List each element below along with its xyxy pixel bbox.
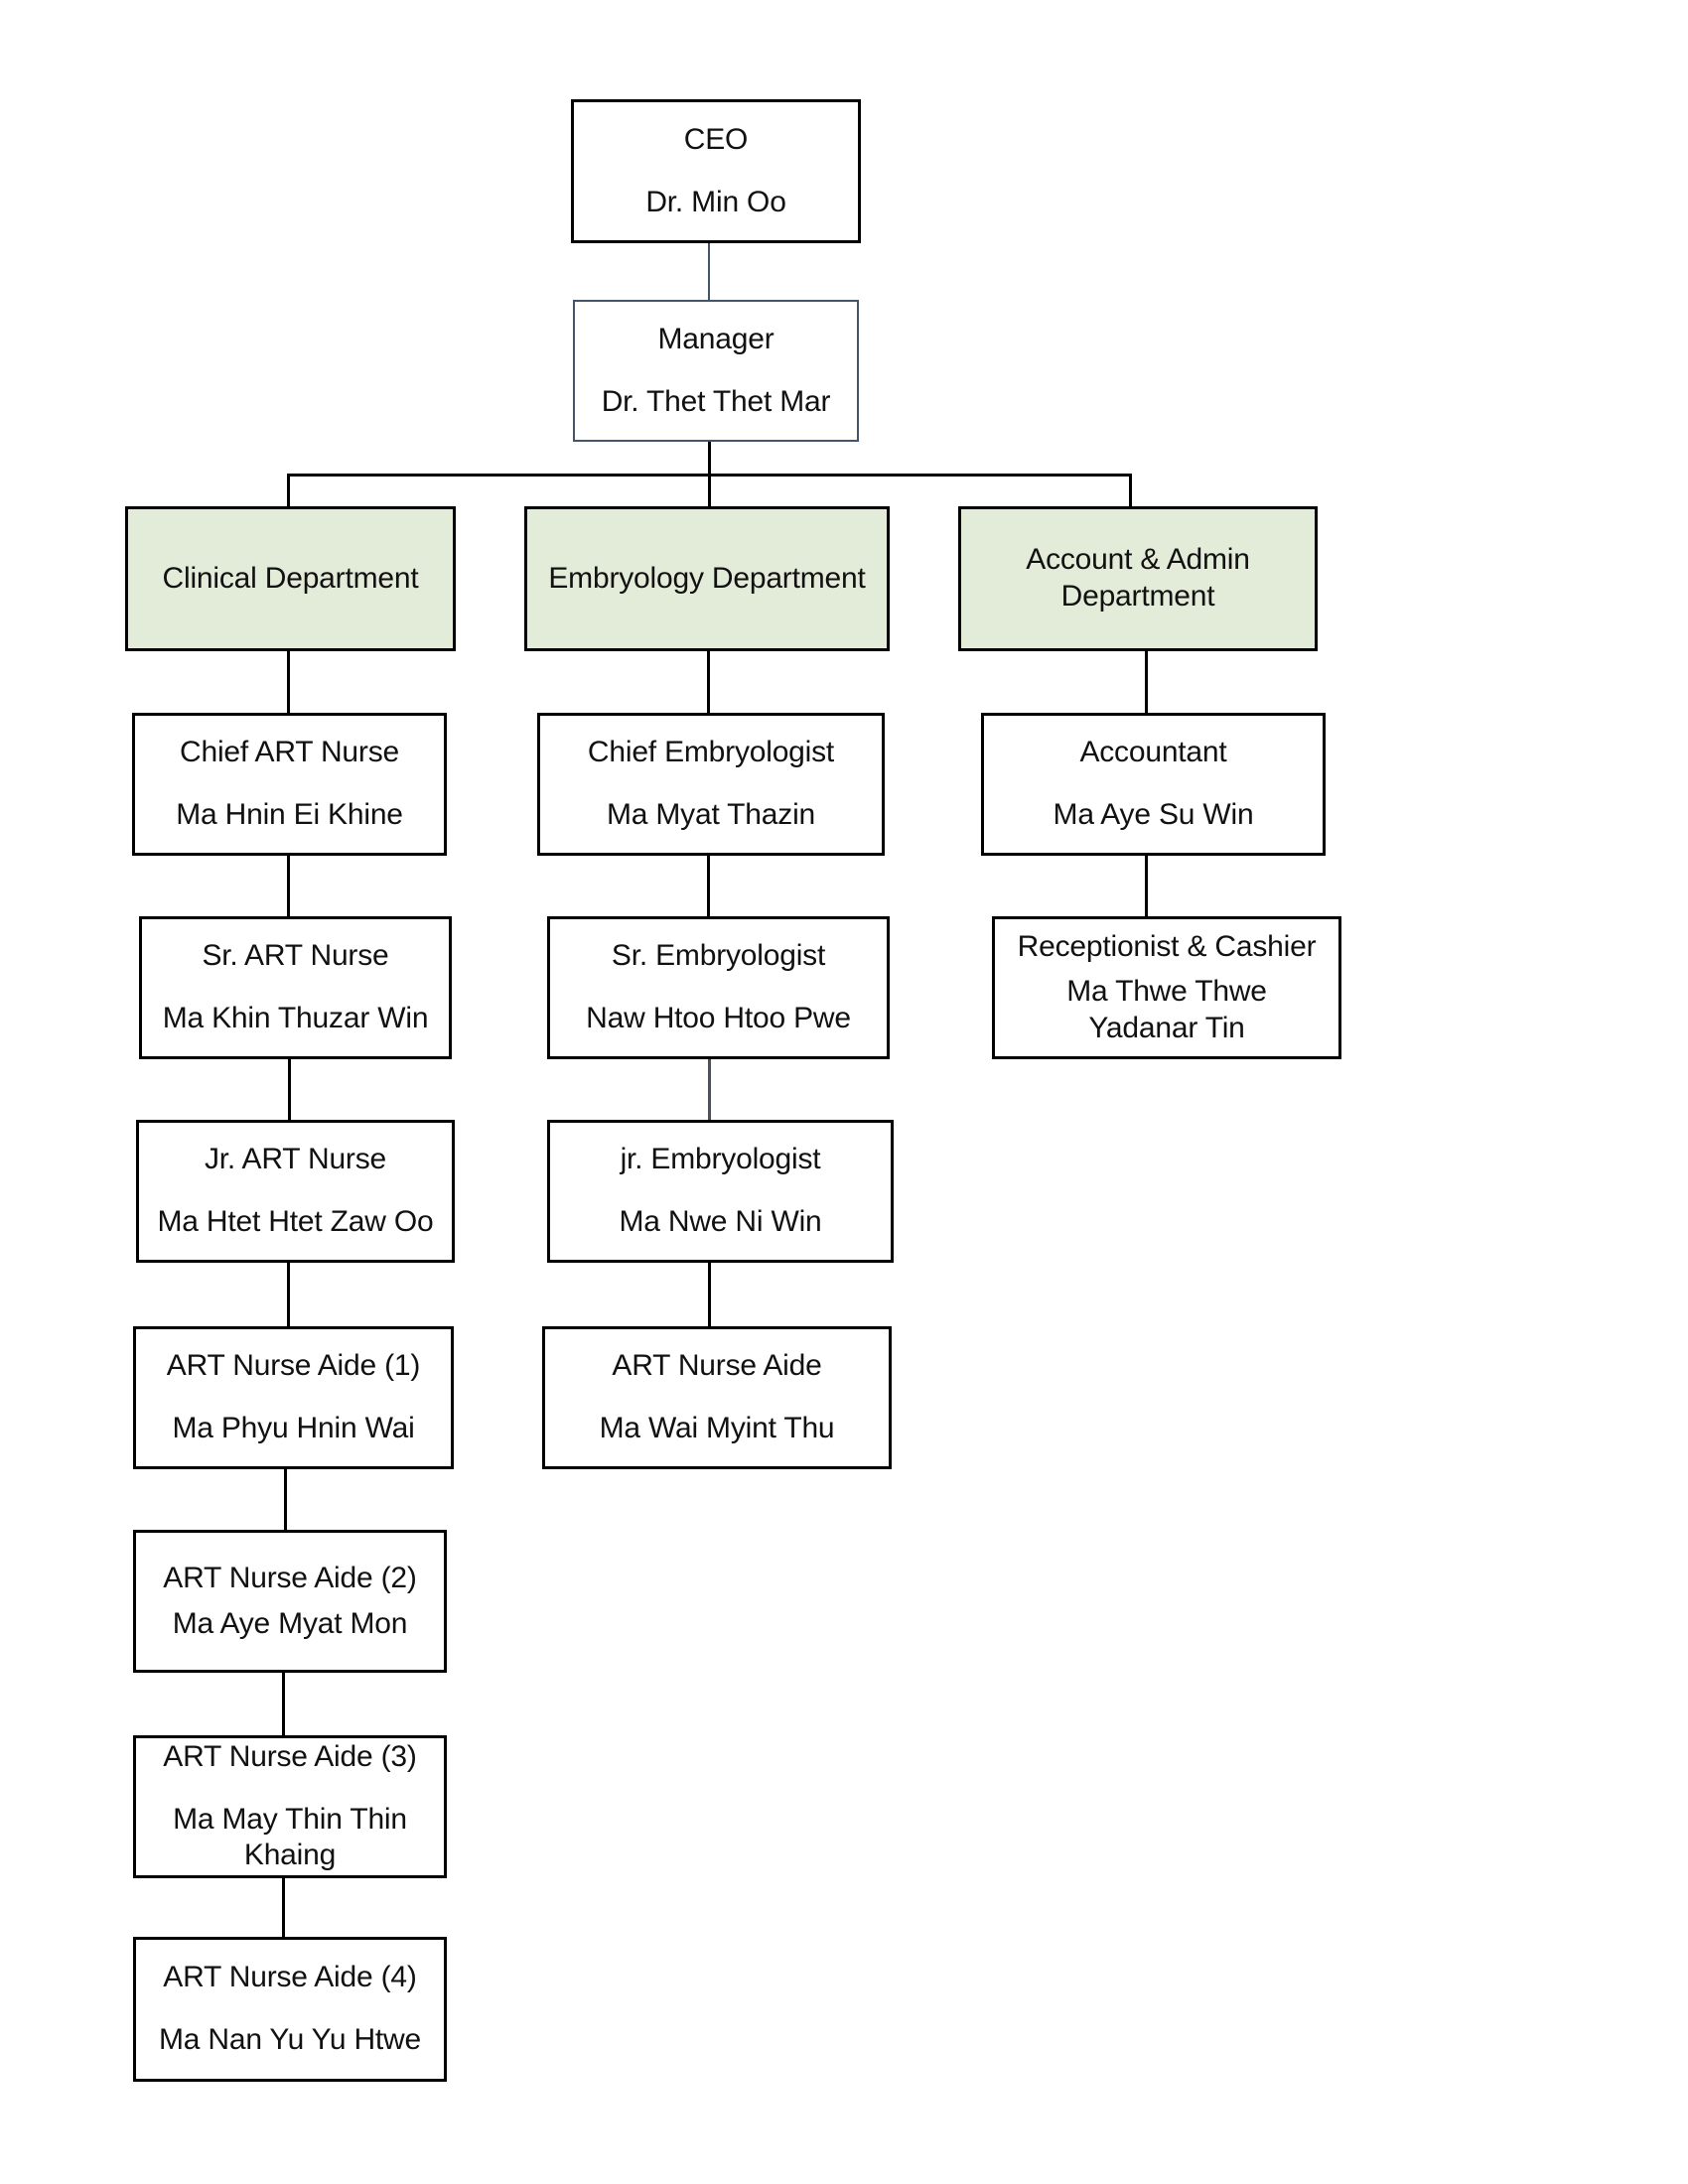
connector-jremb-aide (708, 1261, 711, 1326)
connector-srart-jrart (288, 1057, 291, 1120)
role-label: CEO (683, 122, 749, 156)
role-label: Receptionist & Cashier (1017, 929, 1317, 963)
connector-clinical-chief (287, 649, 290, 713)
org-node-jr-art-nurse: Jr. ART Nurse Ma Htet Htet Zaw Oo (136, 1120, 455, 1263)
connector-ceo-manager (708, 243, 710, 301)
person-name: Dr. Thet Thet Mar (601, 384, 831, 418)
person-name: Ma Hnin Ei Khine (176, 798, 403, 831)
person-name: Ma Nwe Ni Win (619, 1205, 822, 1238)
person-name: Ma May Thin Thin Khaing (173, 1802, 407, 1872)
connector-horizontal-bar (287, 474, 1132, 477)
org-node-art-nurse-aide-3: ART Nurse Aide (3) Ma May Thin Thin Khai… (133, 1735, 447, 1878)
role-label: Manager (657, 322, 774, 355)
org-node-clinical-department: Clinical Department (125, 506, 456, 651)
org-node-chief-art-nurse: Chief ART Nurse Ma Hnin Ei Khine (132, 713, 447, 856)
connector-embryology-chief (707, 649, 710, 713)
department-label: Account & Admin Department (1026, 543, 1250, 613)
connector-sremb-jremb (708, 1057, 711, 1120)
department-label: Clinical Department (162, 561, 419, 595)
person-name: Naw Htoo Htoo Pwe (586, 1002, 851, 1034)
org-node-art-nurse-aide-embryology: ART Nurse Aide Ma Wai Myint Thu (542, 1326, 892, 1469)
person-name: Ma Wai Myint Thu (599, 1412, 835, 1444)
role-label: Accountant (1079, 736, 1227, 769)
org-node-ceo: CEO Dr. Min Oo (571, 99, 861, 243)
person-name: Ma Khin Thuzar Win (162, 1002, 429, 1034)
role-label: Chief Embryologist (587, 736, 835, 769)
org-node-art-nurse-aide-4: ART Nurse Aide (4) Ma Nan Yu Yu Htwe (133, 1937, 447, 2082)
person-name: Ma Myat Thazin (606, 798, 816, 831)
role-label: Sr. Embryologist (611, 939, 826, 973)
connector-jrart-aide1 (287, 1261, 290, 1326)
connector-drop-clinical (287, 474, 290, 507)
org-node-art-nurse-aide-1: ART Nurse Aide (1) Ma Phyu Hnin Wai (133, 1326, 454, 1469)
connector-aide1-aide2 (284, 1467, 287, 1530)
role-label: ART Nurse Aide (3) (163, 1740, 417, 1774)
connector-drop-account (1129, 474, 1132, 507)
person-name: Ma Aye Su Win (1053, 798, 1254, 831)
person-name: Ma Nan Yu Yu Htwe (159, 2023, 421, 2056)
person-name: Dr. Min Oo (645, 185, 786, 218)
org-node-embryology-department: Embryology Department (524, 506, 890, 651)
person-name: Ma Phyu Hnin Wai (172, 1412, 415, 1444)
connector-chiefart-srart (287, 854, 290, 916)
department-label: Embryology Department (548, 561, 866, 595)
connector-accountant-receptionist (1145, 855, 1148, 916)
org-node-receptionist-cashier: Receptionist & Cashier Ma Thwe Thwe Yada… (992, 916, 1341, 1059)
role-label: jr. Embryologist (620, 1143, 821, 1176)
person-name: Ma Aye Myat Mon (172, 1606, 408, 1640)
connector-aide2-aide3 (282, 1671, 285, 1735)
role-label: ART Nurse Aide (2) (163, 1561, 417, 1594)
org-node-accountant: Accountant Ma Aye Su Win (981, 713, 1326, 856)
org-node-jr-embryologist: jr. Embryologist Ma Nwe Ni Win (547, 1120, 894, 1263)
connector-account-accountant (1145, 649, 1148, 713)
role-label: Jr. ART Nurse (204, 1143, 387, 1176)
org-node-chief-embryologist: Chief Embryologist Ma Myat Thazin (537, 713, 885, 856)
org-node-sr-art-nurse: Sr. ART Nurse Ma Khin Thuzar Win (139, 916, 452, 1059)
role-label: ART Nurse Aide (1) (166, 1349, 421, 1383)
connector-aide3-aide4 (282, 1876, 285, 1937)
role-label: ART Nurse Aide (4) (163, 1961, 417, 1994)
role-label: ART Nurse Aide (612, 1349, 822, 1383)
org-node-account-admin-department: Account & Admin Department (958, 506, 1318, 651)
person-name: Ma Htet Htet Zaw Oo (157, 1205, 434, 1238)
role-label: Sr. ART Nurse (202, 939, 389, 973)
person-name: Ma Thwe Thwe Yadanar Tin (1066, 975, 1267, 1044)
role-label: Chief ART Nurse (180, 736, 399, 769)
org-node-sr-embryologist: Sr. Embryologist Naw Htoo Htoo Pwe (547, 916, 890, 1059)
connector-chiefemb-sremb (707, 854, 710, 916)
org-node-art-nurse-aide-2: ART Nurse Aide (2) Ma Aye Myat Mon (133, 1530, 447, 1673)
org-node-manager: Manager Dr. Thet Thet Mar (573, 300, 859, 442)
